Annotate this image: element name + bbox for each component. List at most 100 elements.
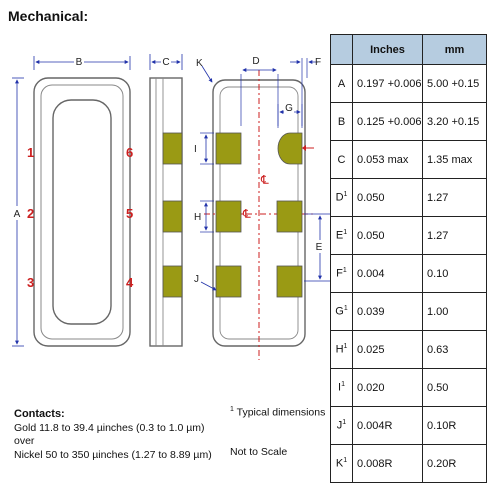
- row-key-sup: 1: [343, 191, 348, 199]
- header-key: [330, 34, 353, 65]
- row-key-sup: 1: [343, 229, 348, 237]
- dim-label-d: D: [252, 56, 259, 67]
- row-inches: 0.125 +0.006: [352, 102, 423, 141]
- pad-4: [276, 265, 303, 298]
- dim-label-a: A: [14, 209, 21, 220]
- pin-4: 4: [126, 275, 134, 290]
- pin-5: 5: [126, 206, 133, 221]
- row-key: A: [330, 64, 353, 103]
- row-mm: 0.20R: [422, 444, 487, 483]
- header-mm: mm: [422, 34, 487, 65]
- package-inner-outline: [40, 84, 124, 340]
- typical-dimensions-note: 1 Typical dimensions: [230, 406, 325, 419]
- row-key-text: C: [337, 153, 346, 166]
- side-pad: [162, 132, 183, 165]
- row-key-text: B: [337, 115, 346, 128]
- row-inches: 0.050: [352, 216, 423, 255]
- row-key: D1: [330, 178, 353, 217]
- side-pad: [162, 200, 183, 233]
- row-key-sup: 1: [343, 343, 348, 351]
- row-mm: 0.63: [422, 330, 487, 369]
- row-inches: 0.050: [352, 178, 423, 217]
- row-mm: 0.10: [422, 254, 487, 293]
- row-inches: 0.004R: [352, 406, 423, 445]
- contacts-line-gold: Gold 11.8 to 39.4 µinches (0.3 to 1.0 µm…: [14, 421, 205, 434]
- row-mm: 5.00 +0.15: [422, 64, 487, 103]
- row-inches: 0.008R: [352, 444, 423, 483]
- row-mm: 1.35 max: [422, 140, 487, 179]
- row-key-text: H: [335, 343, 344, 356]
- row-key: I1: [330, 368, 353, 407]
- pad-1: [215, 132, 242, 165]
- pad-2: [215, 200, 242, 233]
- dim-label-i: I: [194, 144, 197, 155]
- row-inches: 0.020: [352, 368, 423, 407]
- pad-3: [215, 265, 242, 298]
- row-key-text: F: [336, 267, 343, 280]
- row-key-text: G: [335, 305, 344, 318]
- row-key-sup: 1: [341, 381, 345, 389]
- contacts-heading: Contacts:: [14, 408, 65, 420]
- top-view: B A 1 2 3 4 5 6: [11, 55, 134, 347]
- centerline-symbol-mid: ℄: [242, 207, 251, 221]
- pad-5: [276, 200, 303, 233]
- pad-6: [277, 132, 303, 165]
- dim-label-b: B: [76, 57, 83, 68]
- row-mm: 0.50: [422, 368, 487, 407]
- row-inches: 0.039: [352, 292, 423, 331]
- row-key: B: [330, 102, 353, 141]
- dim-label-c: C: [162, 57, 169, 68]
- row-key: G1: [330, 292, 353, 331]
- typical-sup: 1: [230, 406, 234, 413]
- typical-text: Typical dimensions: [233, 406, 326, 419]
- row-mm: 1.27: [422, 216, 487, 255]
- row-key-sup: 1: [343, 305, 348, 313]
- header-inches: Inches: [352, 34, 423, 65]
- package-outline: [33, 77, 131, 347]
- dim-label-h: H: [194, 212, 201, 223]
- not-to-scale-note: Not to Scale: [230, 446, 288, 458]
- row-mm: 0.10R: [422, 406, 487, 445]
- row-key-sup: 1: [342, 419, 347, 427]
- bottom-view: ℄ ℄ D F K G I H J: [194, 56, 330, 360]
- row-inches: 0.004: [352, 254, 423, 293]
- row-key-sup: 1: [342, 267, 347, 275]
- dim-label-g: G: [285, 103, 293, 114]
- row-mm: 1.27: [422, 178, 487, 217]
- row-key: H1: [330, 330, 353, 369]
- row-key-sup: 1: [343, 457, 348, 465]
- row-key-text: K: [335, 457, 344, 470]
- row-key: E1: [330, 216, 353, 255]
- dim-label-f: F: [315, 57, 321, 68]
- pin-3: 3: [27, 275, 34, 290]
- dim-label-j: J: [194, 274, 199, 285]
- contacts-note: Contacts: Gold 11.8 to 39.4 µinches (0.3…: [14, 408, 212, 462]
- row-key-text: A: [337, 77, 346, 90]
- contacts-line-over: over: [14, 435, 35, 447]
- pin-1: 1: [27, 145, 34, 160]
- row-key-text: J: [336, 419, 343, 432]
- lid-outline: [52, 99, 112, 325]
- row-key: K1: [330, 444, 353, 483]
- row-key: F1: [330, 254, 353, 293]
- row-inches: 0.197 +0.006: [352, 64, 423, 103]
- section-title: Mechanical:: [8, 8, 89, 24]
- side-view: C: [149, 54, 183, 347]
- dim-label-k: K: [196, 58, 203, 69]
- row-key-text: D: [335, 191, 344, 204]
- row-key: C: [330, 140, 353, 179]
- row-key: J1: [330, 406, 353, 445]
- table-header-row: Inches mm: [330, 34, 487, 65]
- row-mm: 3.20 +0.15: [422, 102, 487, 141]
